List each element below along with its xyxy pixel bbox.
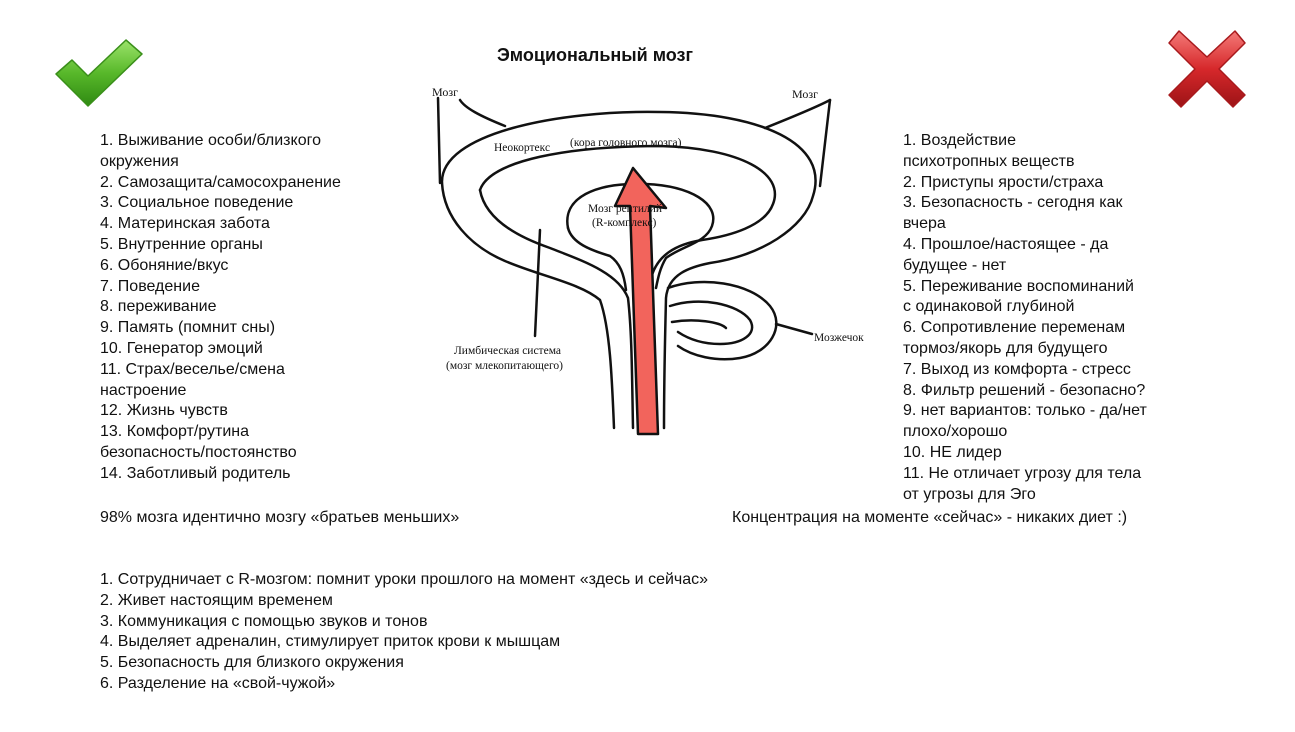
list-item: 9. Память (помнит сны) bbox=[100, 319, 276, 337]
list-item: 1. Воздействие bbox=[903, 132, 1016, 149]
list-item: 13. Комфорт/рутина bbox=[100, 423, 250, 441]
cerebellum-label: Мозжечок bbox=[814, 332, 864, 344]
list-item: 5. Безопасность для близкого окружения bbox=[100, 654, 404, 672]
list-item: 3. Коммуникация с помощью звуков и тонов bbox=[100, 612, 428, 630]
list-item: вчера bbox=[903, 215, 946, 233]
cerebellum-outline bbox=[666, 280, 778, 361]
list-item: 10. Генератор эмоций bbox=[100, 339, 263, 357]
limbic-traits-list: 1. Сотрудничает с R-мозгом: помнит уроки… bbox=[100, 570, 900, 695]
list-item: 1. Сотрудничает с R-мозгом: помнит уроки… bbox=[100, 571, 709, 588]
list-item: психотропных веществ bbox=[903, 152, 1075, 170]
list-item: 2. Самозащита/самосохранение bbox=[100, 173, 341, 191]
list-item: 2. Приступы ярости/страха bbox=[903, 173, 1104, 191]
mammal-brain-label: (мозг млекопитающего) bbox=[446, 360, 563, 372]
list-item: 6. Обоняние/вкус bbox=[100, 256, 229, 274]
list-item: будущее - нет bbox=[903, 256, 1007, 274]
list-item: 5. Внутренние органы bbox=[100, 235, 263, 253]
list-item: от угрозы для Эго bbox=[903, 485, 1036, 503]
cross-icon bbox=[1168, 30, 1246, 108]
list-item: окружения bbox=[100, 152, 179, 170]
reptile-complex-label: (R-комплекс) bbox=[592, 217, 657, 229]
list-item: 4. Прошлое/настоящее - да bbox=[903, 235, 1109, 253]
list-item: 5. Переживание воспоминаний bbox=[903, 277, 1134, 295]
brain-diagram: Мозг Мозг Неокортекс (кора головного моз… bbox=[432, 85, 864, 436]
check-icon bbox=[55, 39, 143, 107]
list-item: 14. Заботливый родитель bbox=[100, 464, 291, 482]
cortex-label: (кора головного мозга) bbox=[570, 137, 682, 149]
reptile-brain-label: Мозг рептилий bbox=[588, 203, 662, 215]
list-item: 10. НЕ лидер bbox=[903, 443, 1002, 461]
list-item: 6. Разделение на «свой-чужой» bbox=[100, 674, 336, 692]
list-item: безопасность/постоянство bbox=[100, 443, 297, 461]
list-item: 9. нет вариантов: только - да/нет bbox=[903, 402, 1147, 420]
list-item: 4. Выделяет адреналин, стимулирует прито… bbox=[100, 633, 561, 651]
limbic-drawbacks-list: 1. Воздействие психотропных веществ 2. П… bbox=[903, 131, 1203, 505]
list-item: с одинаковой глубиной bbox=[903, 298, 1075, 316]
left-note: 98% мозга идентично мозгу «братьев меньш… bbox=[100, 509, 460, 526]
list-item: 7. Выход из комфорта - стресс bbox=[903, 360, 1131, 378]
reptile-brain-outline bbox=[566, 182, 715, 290]
list-item: 3. Безопасность - сегодня как bbox=[903, 194, 1123, 212]
limbic-system-label: Лимбическая система bbox=[454, 345, 561, 357]
list-item: тормоз/якорь для будущего bbox=[903, 339, 1108, 357]
list-item: 7. Поведение bbox=[100, 277, 200, 295]
neocortex-outline bbox=[440, 110, 817, 430]
list-item: 12. Жизнь чувств bbox=[100, 402, 228, 420]
limbic-functions-list: 1. Выживание особи/близкого окружения 2.… bbox=[100, 131, 390, 485]
brain-label-left: Мозг bbox=[432, 85, 458, 99]
list-item: настроение bbox=[100, 381, 187, 399]
brain-label-right: Мозг bbox=[792, 87, 818, 101]
list-item: 1. Выживание особи/близкого bbox=[100, 132, 321, 149]
list-item: 8. Фильтр решений - безопасно? bbox=[903, 381, 1146, 399]
list-item: 11. Страх/веселье/смена bbox=[100, 360, 285, 378]
list-item: 4. Материнская забота bbox=[100, 215, 270, 233]
list-item: 11. Не отличает угрозу для тела bbox=[903, 464, 1142, 482]
list-item: 2. Живет настоящим временем bbox=[100, 591, 333, 609]
right-note: Концентрация на моменте «сейчас» - никак… bbox=[732, 509, 1128, 526]
list-item: 6. Сопротивление переменам bbox=[903, 319, 1126, 337]
list-item: 8. переживание bbox=[100, 298, 217, 316]
upward-arrow bbox=[613, 166, 668, 436]
list-item: 3. Социальное поведение bbox=[100, 194, 294, 212]
list-item: плохо/хорошо bbox=[903, 423, 1008, 441]
page-title: Эмоциональный мозг bbox=[497, 45, 693, 65]
neocortex-label: Неокортекс bbox=[494, 142, 550, 154]
